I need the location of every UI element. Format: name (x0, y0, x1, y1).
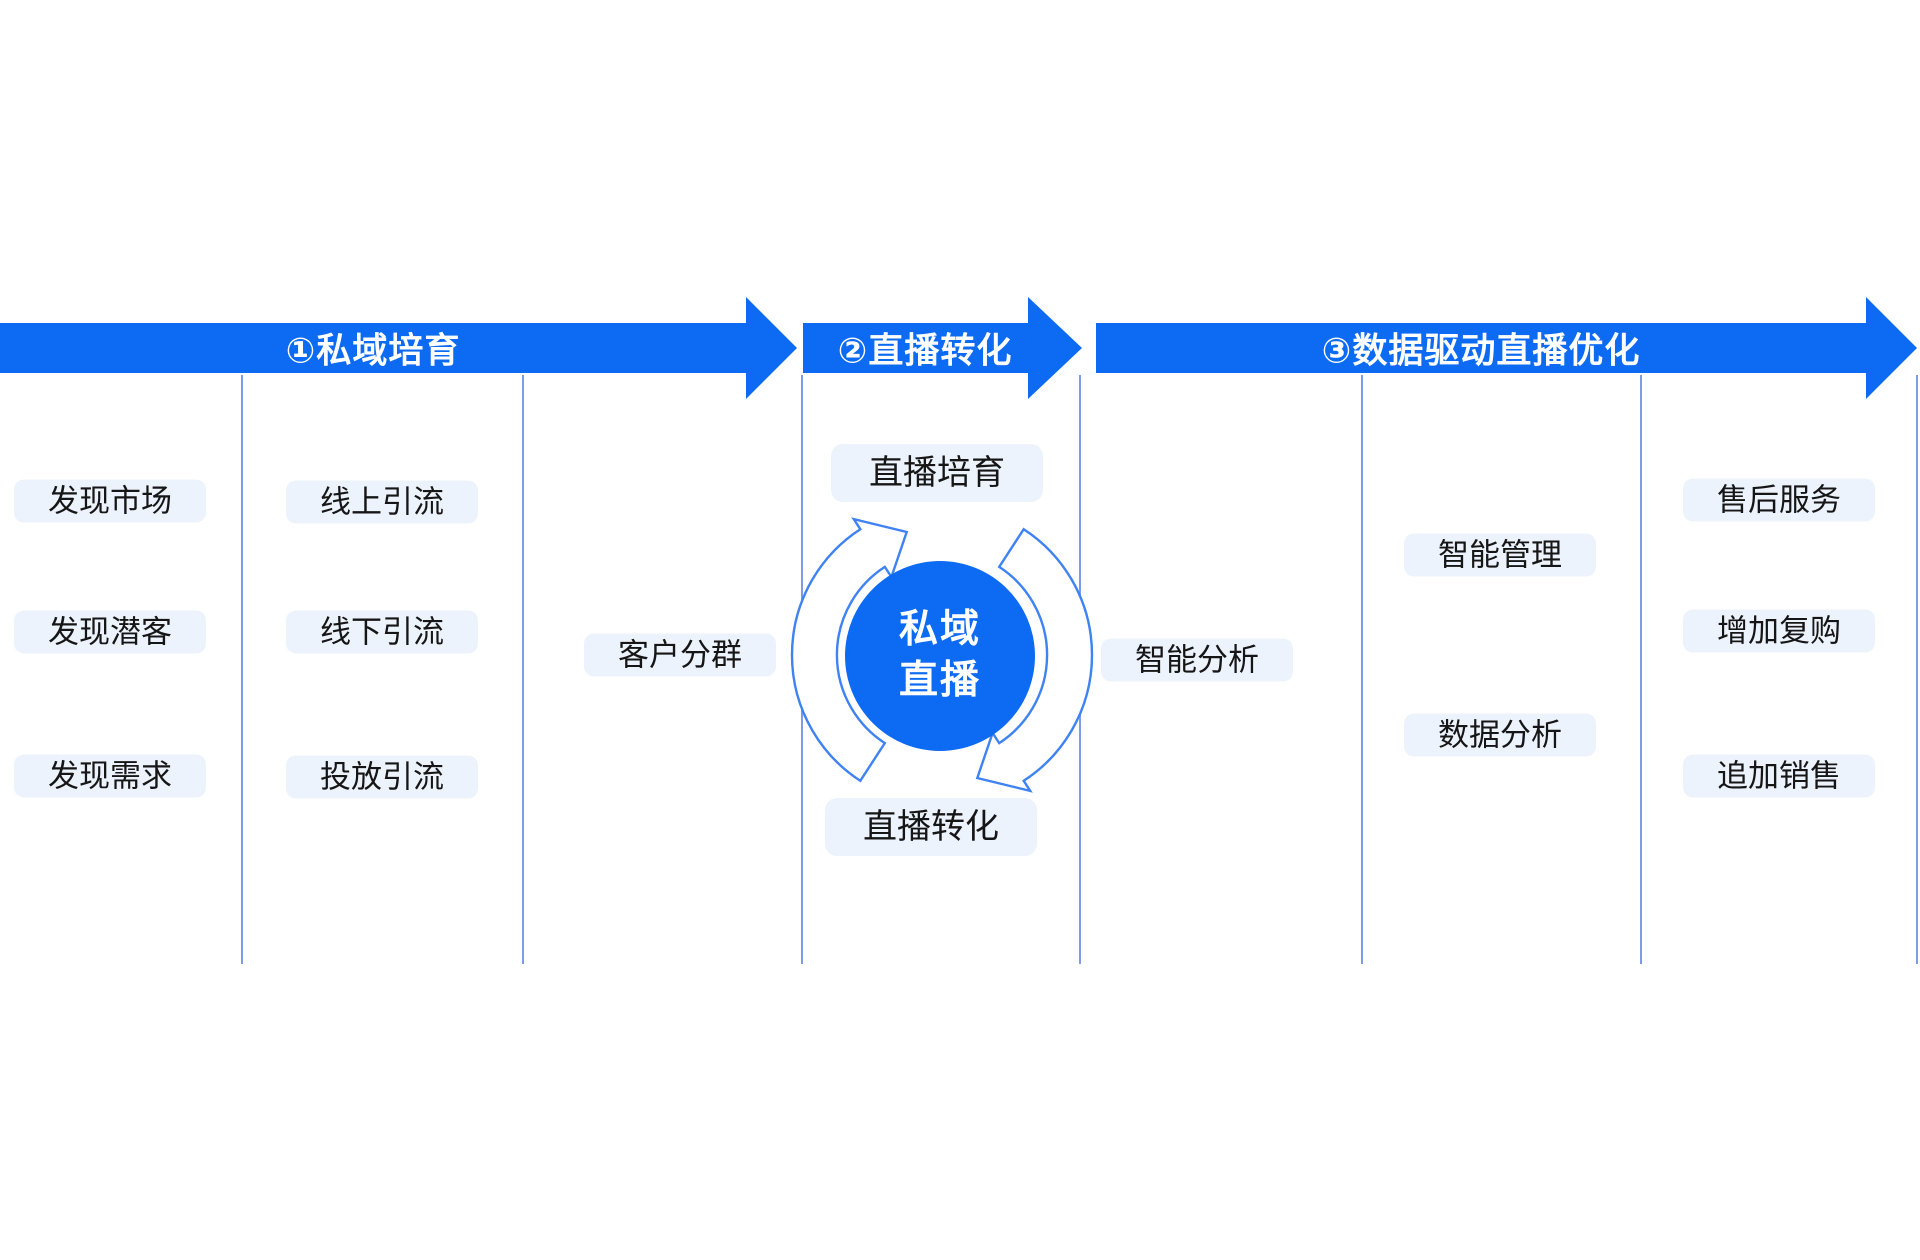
stage-1-title: ①私域培育 (285, 331, 461, 371)
box-paid-traffic: 投放引流 (286, 755, 478, 799)
column-divider (1361, 375, 1363, 964)
right-arrow-banner-icon (803, 297, 1082, 399)
private-live-circle-line1: 私域 (898, 608, 981, 652)
cycle-arrow-icon (975, 527, 1094, 793)
private-live-circle: 私域 直播 (845, 561, 1035, 751)
box-live-cultivation: 直播培育 (831, 444, 1043, 502)
box-repeat-purchase: 增加复购 (1683, 609, 1875, 653)
column-divider (1640, 375, 1642, 964)
column-divider (1916, 375, 1918, 964)
box-data-analysis: 数据分析 (1404, 713, 1596, 757)
box-after-sales-service: 售后服务 (1683, 478, 1875, 522)
private-live-circle-line2: 直播 (898, 659, 981, 702)
column-divider (241, 375, 243, 964)
right-arrow-banner-icon (0, 297, 797, 399)
box-discover-needs: 发现需求 (14, 754, 206, 798)
cycle-arrow-icon (790, 517, 909, 783)
right-arrow-banner-icon (1096, 297, 1917, 399)
column-divider (522, 375, 524, 964)
box-smart-management: 智能管理 (1404, 533, 1596, 577)
stage-3-title: ③数据驱动直播优化 (1321, 331, 1641, 371)
box-smart-analysis: 智能分析 (1101, 638, 1293, 682)
box-discover-prospects: 发现潜客 (14, 610, 206, 654)
box-upsell: 追加销售 (1683, 754, 1875, 798)
box-live-conversion: 直播转化 (825, 798, 1037, 856)
box-online-traffic: 线上引流 (286, 480, 478, 524)
stage-2-title: ②直播转化 (837, 331, 1013, 371)
box-offline-traffic: 线下引流 (286, 610, 478, 654)
box-discover-market: 发现市场 (14, 479, 206, 523)
box-customer-segmentation: 客户分群 (584, 633, 776, 677)
